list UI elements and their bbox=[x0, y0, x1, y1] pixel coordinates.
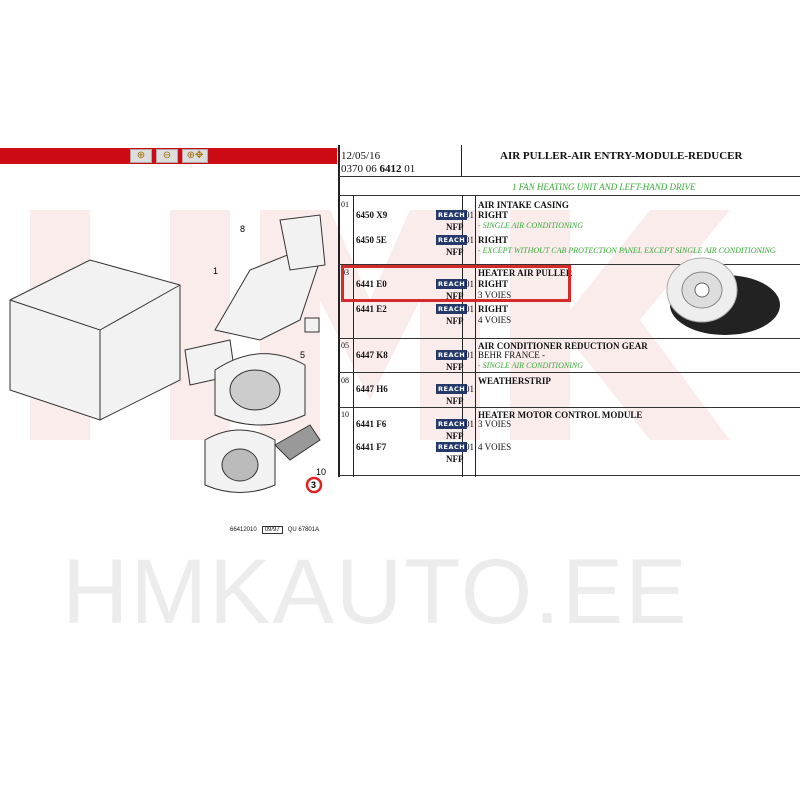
nfp-label: NFP bbox=[446, 362, 464, 372]
part-description: 4 VOIES bbox=[478, 442, 512, 452]
quantity: 01 bbox=[465, 419, 474, 429]
part-note: - SINGLE AIR CONDITIONING bbox=[478, 361, 583, 370]
reach-badge: REACH bbox=[436, 419, 468, 429]
quantity: 01 bbox=[465, 350, 474, 360]
reach-badge: REACH bbox=[436, 384, 468, 394]
nfp-label: NFP bbox=[446, 396, 464, 406]
group-number: 01 bbox=[341, 200, 349, 209]
part-ref-link[interactable]: 6447 K8 bbox=[356, 350, 388, 360]
part-ref-link[interactable]: 6441 E2 bbox=[356, 304, 387, 314]
group-title: WEATHERSTRIP bbox=[478, 376, 551, 386]
quantity: 01 bbox=[465, 384, 474, 394]
part-description: RIGHT bbox=[478, 210, 509, 220]
group-number: 10 bbox=[341, 410, 349, 419]
group-title: HEATER MOTOR CONTROL MODULE bbox=[478, 410, 643, 420]
col-divider bbox=[353, 195, 354, 477]
row-divider bbox=[338, 176, 800, 177]
part-ref-link[interactable]: 6441 F7 bbox=[356, 442, 387, 452]
part-variant: 4 VOIES bbox=[478, 315, 512, 325]
nfp-label: NFP bbox=[446, 316, 464, 326]
zoom-in-icon: ⊕ bbox=[136, 150, 146, 161]
nfp-label: NFP bbox=[446, 247, 464, 257]
part-ref-link[interactable]: 6441 F6 bbox=[356, 419, 387, 429]
header-ref: 0370 06 6412 01 bbox=[341, 163, 416, 175]
nfp-label: NFP bbox=[446, 291, 464, 301]
zoom-out-icon: ⊖ bbox=[162, 150, 172, 161]
part-note: - SINGLE AIR CONDITIONING bbox=[478, 221, 583, 230]
reach-badge: REACH bbox=[436, 210, 468, 220]
subtitle: 1 FAN HEATING UNIT AND LEFT-HAND DRIVE bbox=[512, 182, 696, 192]
header-divider bbox=[461, 145, 462, 176]
highlight-box bbox=[341, 265, 571, 302]
part-note: - EXCEPT WITHOUT CAB PROTECTION PANEL EX… bbox=[478, 246, 776, 255]
row-divider bbox=[338, 195, 800, 196]
nfp-label: NFP bbox=[446, 454, 464, 464]
quantity: 01 bbox=[465, 235, 474, 245]
quantity: 01 bbox=[465, 304, 474, 314]
callout-8: 8 bbox=[240, 224, 245, 234]
group-number: 08 bbox=[341, 376, 349, 385]
group-number: 03 bbox=[341, 268, 349, 277]
part-variant: 3 VOIES bbox=[478, 290, 512, 300]
group-number: 05 bbox=[341, 341, 349, 350]
zoom-pan-icon: ⊕✥ bbox=[186, 150, 204, 161]
group-title: HEATER AIR PULLER bbox=[478, 268, 573, 278]
part-description: 3 VOIES bbox=[478, 419, 512, 429]
group-title: AIR INTAKE CASING bbox=[478, 200, 569, 210]
callout-10: 10 bbox=[316, 467, 326, 477]
callout-3: 3 bbox=[311, 480, 316, 490]
product-photo bbox=[666, 257, 780, 335]
diagram-date: 09/97 bbox=[261, 526, 283, 534]
quantity: 01 bbox=[465, 279, 474, 289]
part-ref-link[interactable]: 6447 H6 bbox=[356, 384, 388, 394]
nfp-label: NFP bbox=[446, 431, 464, 441]
row-divider bbox=[338, 407, 800, 408]
quantity: 01 bbox=[465, 442, 474, 452]
part-ref-link[interactable]: 6450 5E bbox=[356, 235, 387, 245]
row-divider bbox=[338, 338, 800, 339]
col-divider bbox=[475, 195, 476, 477]
zoom-pan-button[interactable]: ⊕✥ bbox=[182, 149, 208, 163]
diagram-code: 66412010 bbox=[230, 527, 257, 533]
callout-1: 1 bbox=[213, 266, 218, 276]
col-divider bbox=[462, 195, 463, 477]
callout-5: 5 bbox=[300, 350, 305, 360]
part-description: BEHR FRANCE - bbox=[478, 350, 546, 360]
group-title: AIR CONDITIONER REDUCTION GEAR bbox=[478, 341, 648, 351]
reach-badge: REACH bbox=[436, 350, 468, 360]
row-divider bbox=[338, 264, 800, 265]
row-divider bbox=[338, 372, 800, 373]
row-divider bbox=[338, 475, 800, 476]
reach-badge: REACH bbox=[436, 304, 468, 314]
zoom-in-button[interactable]: ⊕ bbox=[130, 149, 152, 163]
part-description: RIGHT bbox=[478, 235, 509, 245]
part-description: RIGHT bbox=[478, 304, 509, 314]
nfp-label: NFP bbox=[446, 222, 464, 232]
exploded-parts-diagram[interactable]: 8 1 5 10 3 bbox=[0, 190, 337, 520]
reach-badge: REACH bbox=[436, 442, 468, 452]
quantity: 01 bbox=[465, 210, 474, 220]
reach-badge: REACH bbox=[436, 279, 468, 289]
part-ref-link[interactable]: 6441 E0 bbox=[356, 279, 387, 289]
part-ref-link[interactable]: 6450 X9 bbox=[356, 210, 388, 220]
page-title: AIR PULLER-AIR ENTRY-MODULE-REDUCER bbox=[500, 150, 743, 162]
diagram-ref: QU 67801A bbox=[287, 527, 320, 533]
zoom-out-button[interactable]: ⊖ bbox=[156, 149, 178, 163]
reach-badge: REACH bbox=[436, 235, 468, 245]
header-date: 12/05/16 bbox=[341, 150, 381, 162]
part-description: RIGHT bbox=[478, 279, 509, 289]
table-border bbox=[338, 145, 340, 477]
watermark-text: HMKAUTO.EE bbox=[62, 541, 689, 643]
